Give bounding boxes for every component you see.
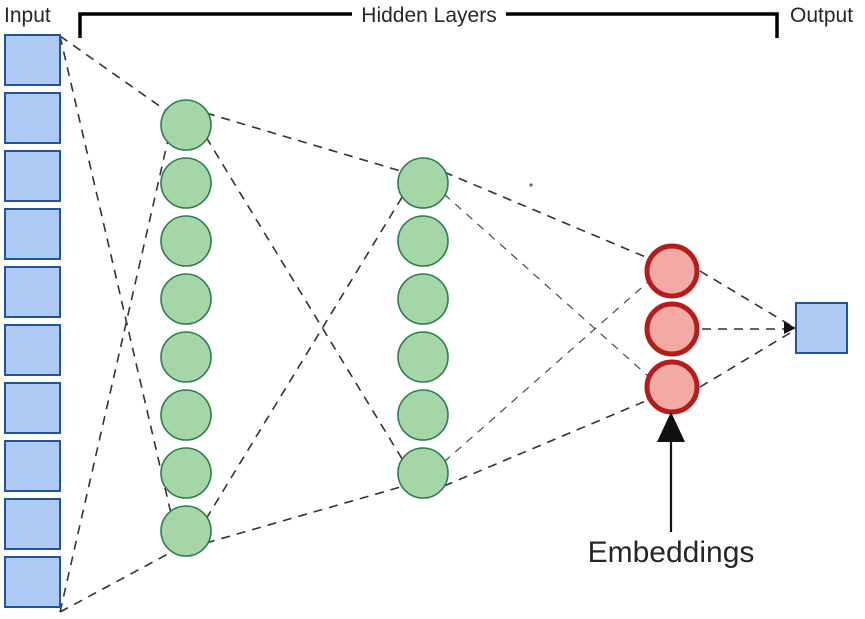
hidden1-node[interactable]: [160, 157, 212, 209]
hidden1-node[interactable]: [160, 99, 212, 151]
arrowhead-output: [784, 322, 796, 334]
input-node[interactable]: [4, 382, 61, 434]
input-node[interactable]: [4, 34, 61, 86]
edge-embeddings-output: [699, 270, 791, 326]
hidden1-node[interactable]: [160, 331, 212, 383]
edge-input-hidden1: [59, 35, 180, 549]
embeddings-arrow-head: [657, 412, 685, 442]
hidden2-node[interactable]: [397, 331, 449, 383]
hidden1-node[interactable]: [160, 447, 212, 499]
edge-hidden1-hidden2: [205, 136, 405, 463]
output-layer: [795, 302, 848, 354]
stray-dot-mark: [529, 183, 533, 187]
input-label: Input: [4, 4, 51, 27]
output-label: Output: [790, 4, 853, 27]
hidden2-node[interactable]: [397, 447, 449, 499]
hidden2-node[interactable]: [397, 157, 449, 209]
embedding-node[interactable]: [644, 243, 700, 299]
embeddings-layer: [644, 243, 700, 415]
edges-embeddings-to-output: [699, 270, 796, 388]
hidden1-node[interactable]: [160, 273, 212, 325]
edge-embeddings-output: [699, 332, 791, 388]
edges-hidden2-to-embeddings: [443, 171, 649, 487]
edge-input-hidden1: [59, 547, 180, 613]
hidden-layer-2: [397, 157, 449, 499]
hidden-layer-1: [160, 99, 212, 557]
hidden-layers-label: Hidden Layers: [361, 4, 496, 27]
hidden2-node[interactable]: [397, 215, 449, 267]
edge-hidden1-hidden2: [205, 485, 405, 544]
output-node[interactable]: [795, 302, 848, 354]
input-node[interactable]: [4, 208, 61, 260]
input-layer: [4, 34, 61, 608]
edge-input-hidden1: [59, 139, 169, 613]
hidden-layers-bracket: [78, 12, 779, 38]
input-node[interactable]: [4, 150, 61, 202]
input-node[interactable]: [4, 92, 61, 144]
embedding-node[interactable]: [644, 359, 700, 415]
embedding-node[interactable]: [644, 301, 700, 357]
embeddings-callout: Embeddings: [588, 412, 755, 569]
edges-input-to-hidden1: [59, 35, 180, 613]
edge-input-hidden1: [59, 35, 169, 113]
bracket-left-segment: [78, 12, 352, 38]
bracket-right-segment: [506, 12, 779, 38]
edge-hidden2-embeddings: [443, 193, 649, 377]
hidden1-node[interactable]: [160, 215, 212, 267]
hidden2-node[interactable]: [397, 389, 449, 441]
hidden1-node[interactable]: [160, 389, 212, 441]
input-node[interactable]: [4, 556, 61, 608]
edge-hidden2-embeddings: [443, 281, 649, 463]
hidden1-node[interactable]: [160, 505, 212, 557]
input-node[interactable]: [4, 440, 61, 492]
edges-hidden1-to-hidden2: [205, 112, 405, 544]
edge-hidden2-embeddings: [443, 171, 649, 259]
embeddings-label: Embeddings: [588, 536, 755, 569]
hidden2-node[interactable]: [397, 273, 449, 325]
input-node[interactable]: [4, 498, 61, 550]
input-node[interactable]: [4, 324, 61, 376]
edge-hidden1-hidden2: [205, 112, 405, 173]
edge-hidden2-embeddings: [443, 399, 649, 487]
input-node[interactable]: [4, 266, 61, 318]
edge-hidden1-hidden2: [205, 193, 405, 520]
